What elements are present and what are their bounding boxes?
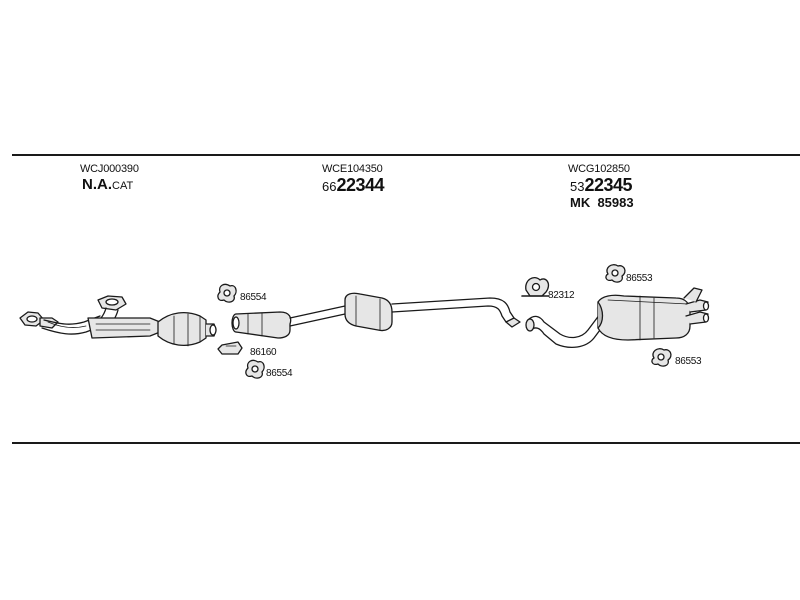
callout-label: 86554	[266, 368, 293, 379]
part-number-middle: 6622344	[322, 175, 385, 196]
mk-number: MK 85983	[570, 195, 634, 210]
gasket-86160	[217, 341, 243, 355]
clamp-82312	[521, 276, 550, 297]
intermediate-pipe-assembly	[231, 292, 521, 339]
callout-label: 86554	[240, 292, 267, 303]
part-code-front: WCJ000390	[80, 163, 139, 175]
part-code-rear: WCG102850	[568, 163, 630, 175]
callout-label: 86160	[250, 347, 277, 358]
mk-value: 85983	[597, 195, 634, 210]
part-number-prefix: 66	[322, 179, 337, 194]
mk-label: MK	[570, 195, 591, 210]
part-number-main: 22344	[336, 175, 385, 195]
top-rule	[12, 154, 800, 156]
bottom-rule	[12, 442, 800, 444]
clamp-86554-bottom	[245, 359, 265, 379]
callout-label: 82312	[548, 290, 575, 301]
callout-label: 86553	[675, 356, 702, 367]
part-note-front: N.A.CAT	[82, 176, 133, 194]
part-number-rear: 5322345	[570, 175, 633, 196]
hanger-86553-bottom	[651, 348, 672, 367]
part-code-middle: WCE104350	[322, 163, 383, 175]
note-na: N.A.	[82, 176, 112, 193]
front-pipe-assembly	[19, 295, 217, 347]
part-number-prefix: 53	[570, 179, 585, 194]
part-number-main: 22345	[584, 175, 633, 195]
callout-label: 86553	[626, 273, 653, 284]
note-cat: CAT	[112, 180, 134, 192]
rear-muffler-assembly	[525, 287, 710, 349]
clamp-86554-top	[217, 283, 237, 303]
hanger-86553-top	[605, 264, 626, 283]
